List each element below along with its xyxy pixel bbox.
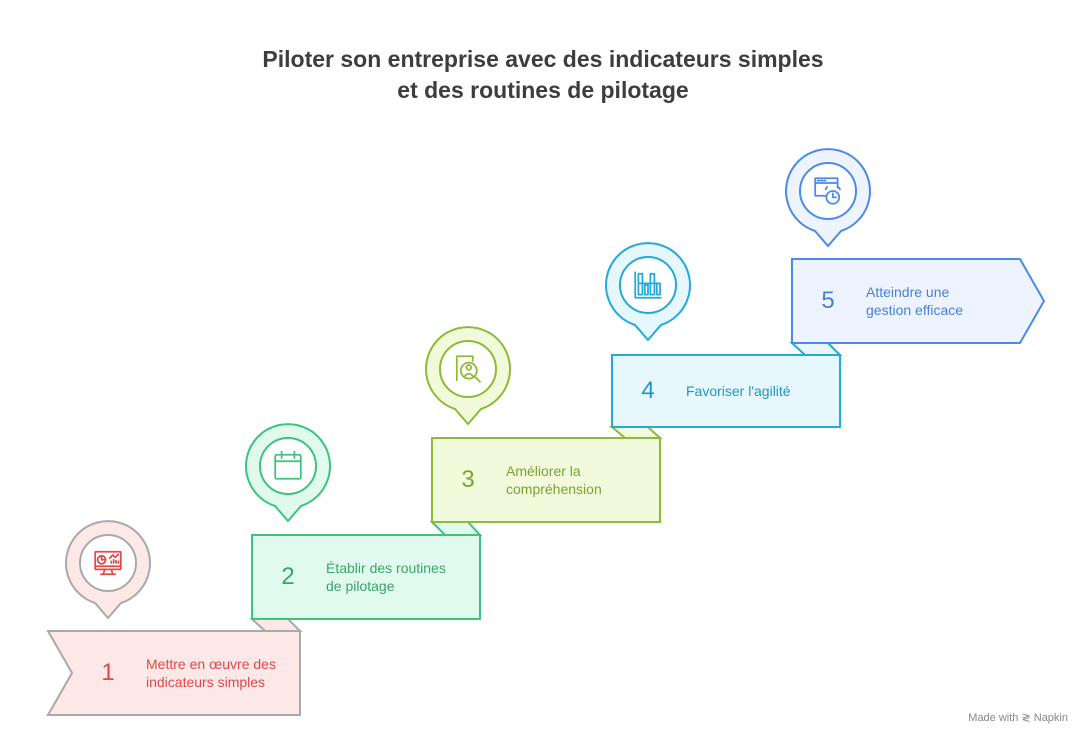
- step-2-label: Établir des routines de pilotage: [326, 560, 446, 594]
- step-3-number: 3: [461, 466, 475, 493]
- step-1-label: Mettre en œuvre des indicateurs simples: [146, 656, 276, 690]
- step-3-pin: [425, 326, 511, 426]
- bar-chart-icon: [634, 271, 662, 299]
- step-4-number: 4: [641, 377, 655, 404]
- step-2-pin: [245, 423, 331, 523]
- step-1-box: [46, 630, 301, 716]
- fold-2-3: [429, 521, 483, 536]
- step-5-number: 5: [821, 287, 835, 314]
- step-5-box: [791, 258, 1046, 344]
- title-line-2: et des routines de pilotage: [397, 77, 689, 103]
- title-line-1: Piloter son entreprise avec des indicate…: [262, 46, 824, 72]
- step-3-box: [431, 437, 661, 523]
- step-3-label: Améliorer la compréhension: [506, 463, 602, 497]
- calendar-icon: [274, 450, 302, 480]
- step-4-label: Favoriser l'agilité: [686, 383, 791, 399]
- step-1-number: 1: [101, 659, 115, 686]
- fold-4-5: [789, 342, 843, 356]
- step-2-number: 2: [281, 563, 295, 590]
- step-5-label: Atteindre une gestion efficace: [866, 284, 964, 318]
- fold-1-2: [249, 618, 303, 632]
- monitor-dashboard-icon: [94, 550, 122, 576]
- window-clock-icon: [814, 177, 841, 205]
- step-1-pin: [65, 520, 151, 620]
- step-4-pin: [605, 242, 691, 342]
- diagram-title: Piloter son entreprise avec des indicate…: [0, 44, 1086, 106]
- step-4-box: [611, 354, 841, 428]
- napkin-credit: Made with ≷ Napkin: [968, 712, 1068, 724]
- fold-3-4: [609, 426, 663, 439]
- step-5-pin: [785, 148, 871, 248]
- document-search-icon: [455, 355, 481, 383]
- step-2-box: [251, 534, 481, 620]
